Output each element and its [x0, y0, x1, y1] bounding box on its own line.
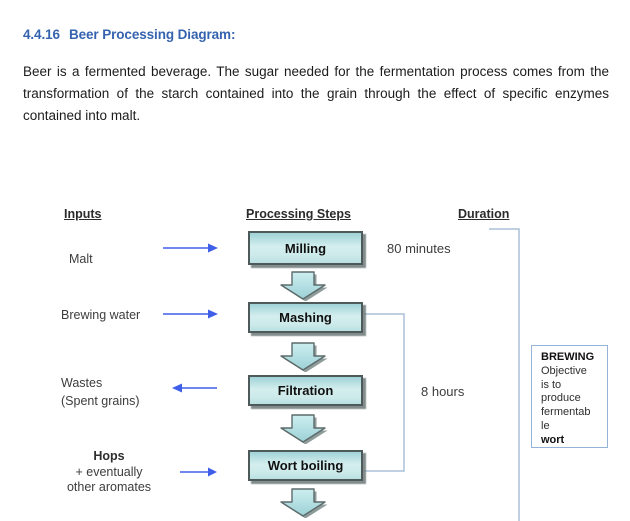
column-header-duration: Duration	[458, 207, 510, 221]
step-box-mashing: Mashing	[248, 302, 363, 333]
wastes-line2: (Spent grains)	[61, 394, 140, 408]
note-line: Objective	[541, 364, 587, 377]
note-line: produce	[541, 392, 581, 405]
input-label-malt: Malt	[69, 252, 93, 266]
brewing-note-box: BREWING Objective is to produce fermenta…	[531, 345, 608, 448]
wastes-arrow-icon	[172, 383, 217, 393]
duration-bracket-line	[489, 228, 520, 521]
section-number: 4.4.16	[23, 27, 60, 42]
down-block-arrow-icon	[280, 342, 328, 372]
note-line: is to	[541, 378, 562, 391]
duration-milling: 80 minutes	[387, 241, 451, 256]
section-heading: 4.4.16 Beer Processing Diagram:	[23, 27, 235, 42]
note-title: BREWING	[541, 351, 595, 363]
input-label-hops: Hops + eventually other aromates	[46, 449, 172, 496]
duration-brewing: 8 hours	[421, 384, 465, 399]
note-line-wort: wort	[541, 433, 565, 446]
hops-arrow-icon	[180, 467, 217, 477]
mashing-wort-bracket	[364, 313, 405, 472]
hops-line3: other aromates	[66, 480, 152, 494]
input-label-brewing-water: Brewing water	[61, 308, 141, 322]
column-header-processing-steps: Processing Steps	[246, 207, 351, 221]
malt-arrow-icon	[163, 243, 218, 253]
step-box-filtration: Filtration	[248, 375, 363, 406]
section-title: Beer Processing Diagram:	[68, 27, 236, 42]
hops-line2: + eventually	[75, 464, 143, 479]
step-box-milling: Milling	[248, 231, 363, 265]
note-line: le	[541, 419, 550, 432]
hops-line1: Hops	[93, 449, 125, 463]
down-block-arrow-icon	[280, 414, 328, 444]
brewing-water-arrow-icon	[163, 309, 218, 319]
note-line: fermentab	[541, 406, 591, 419]
column-header-inputs: Inputs	[64, 207, 102, 221]
body-paragraph: Beer is a fermented beverage. The sugar …	[23, 64, 609, 123]
down-block-arrow-icon	[280, 488, 328, 518]
wastes-line1: Wastes	[61, 376, 103, 390]
down-block-arrow-icon	[280, 271, 328, 301]
output-label-wastes: Wastes (Spent grains)	[61, 374, 140, 410]
step-box-wort-boiling: Wort boiling	[248, 450, 363, 481]
